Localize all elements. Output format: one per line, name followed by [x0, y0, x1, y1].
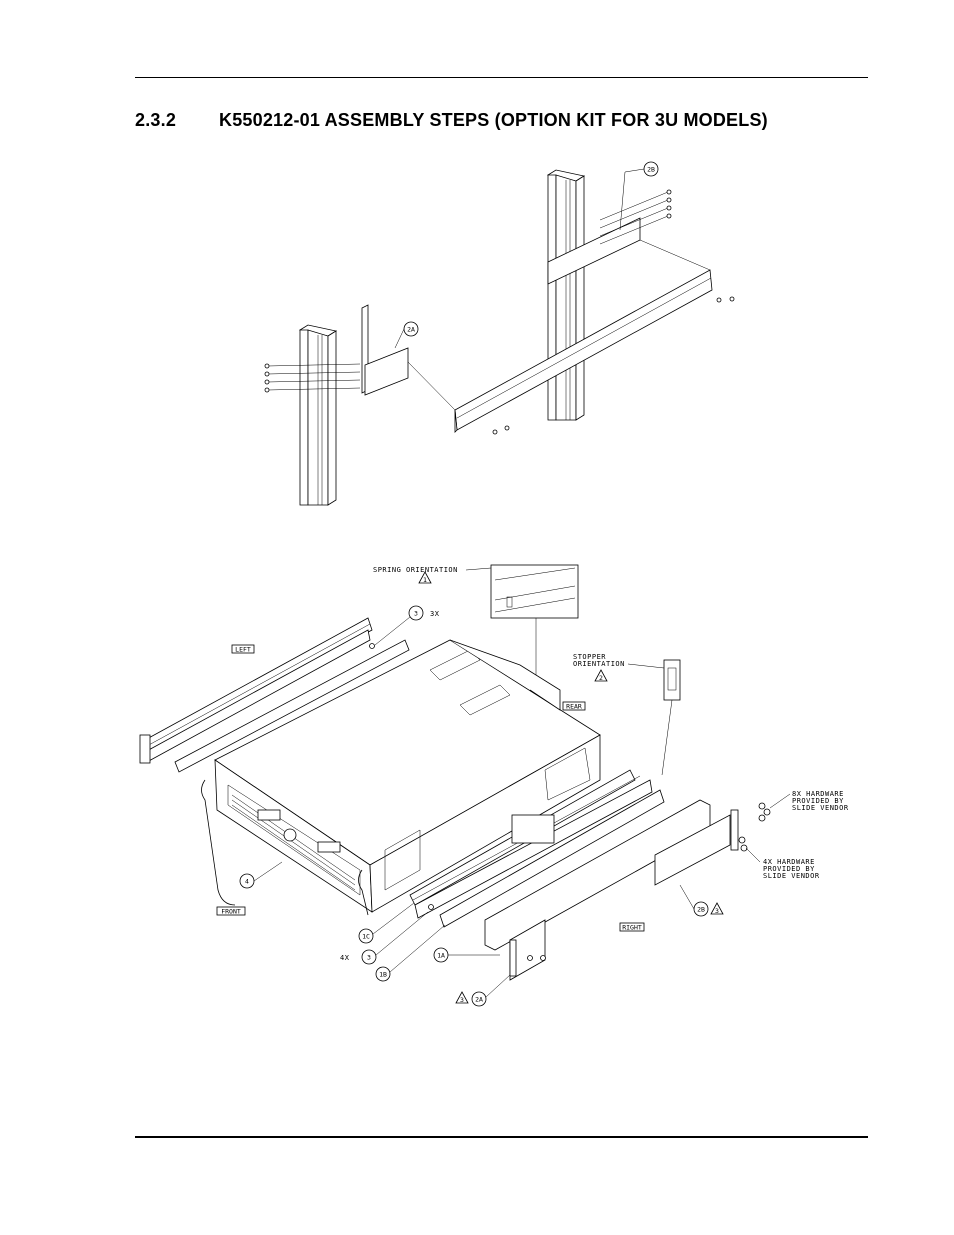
hw8-line-1: 8X HARDWARE [792, 790, 844, 798]
callout-1b: 1B [379, 971, 387, 979]
section-title: K550212-01 ASSEMBLY STEPS (OPTION KIT FO… [219, 110, 768, 130]
rack-mount-figure: 2B 2A [264, 161, 735, 506]
callout-2b: 2B [697, 906, 705, 914]
right-slide-rail [409, 769, 665, 928]
footer-rule [135, 1136, 868, 1138]
note-2b: 3 [715, 907, 719, 915]
left-rack-post [298, 304, 369, 506]
callout-2a: 2A [475, 996, 483, 1004]
hw8-line-2: PROVIDED BY [792, 797, 844, 805]
left-tag: LEFT [235, 646, 251, 654]
note-triangle-1-text: 1 [423, 576, 427, 584]
spring-location-box [511, 814, 555, 844]
qty-3x: 3X [430, 610, 440, 618]
callout-1c: 1C [362, 933, 370, 941]
note-triangle-2 [594, 669, 608, 682]
stopper-label-2: ORIENTATION [573, 660, 625, 668]
slide-bracket [364, 217, 713, 433]
chassis-side [369, 734, 601, 913]
note-triangle-2-text: 2 [599, 674, 603, 682]
hw4-line-1: 4X HARDWARE [763, 858, 815, 866]
callout-2b-top-text: 2B [647, 166, 655, 174]
hw4-line-3: SLIDE VENDOR [763, 872, 820, 880]
callout-1a: 1A [437, 952, 445, 960]
hardware-screws [369, 643, 771, 961]
note-triangle-1 [418, 571, 432, 584]
screws [264, 189, 735, 435]
left-slide-rail [139, 617, 410, 773]
note-2a: 3 [460, 996, 464, 1004]
section-heading: 2.3.2 K550212-01 ASSEMBLY STEPS (OPTION K… [135, 110, 868, 131]
right-tag: RIGHT [622, 924, 642, 932]
orientation-tags: LEFT REAR FRONT RIGHT [216, 644, 645, 932]
callout-4: 4 [245, 878, 249, 886]
section-number: 2.3.2 [135, 110, 177, 130]
callouts: 3 3X 4 1C 4X 3 1B 1A 3 2A 2B [239, 605, 849, 1007]
callout-3-top: 3 [414, 610, 418, 618]
header-rule [135, 77, 868, 78]
callout-3-bottom: 3 [367, 954, 371, 962]
callout-2a-top-text: 2A [407, 326, 415, 334]
spring-orientation-label: SPRING ORIENTATION [373, 566, 458, 574]
hw4-line-2: PROVIDED BY [763, 865, 815, 873]
spring-detail-box [490, 564, 579, 619]
rear-bracket [484, 799, 739, 981]
stopper-label-1: STOPPER [573, 653, 606, 661]
qty-4x: 4X [340, 954, 350, 962]
stopper-detail [663, 659, 681, 701]
power-supply-chassis [201, 639, 601, 916]
hw8-line-3: SLIDE VENDOR [792, 804, 849, 812]
slide-install-figure: SPRING ORIENTATION 1 STOPPER ORIENTATION… [139, 564, 849, 1007]
rear-tag: REAR [566, 703, 582, 711]
front-tag: FRONT [221, 908, 241, 916]
right-rack-post [546, 169, 586, 421]
